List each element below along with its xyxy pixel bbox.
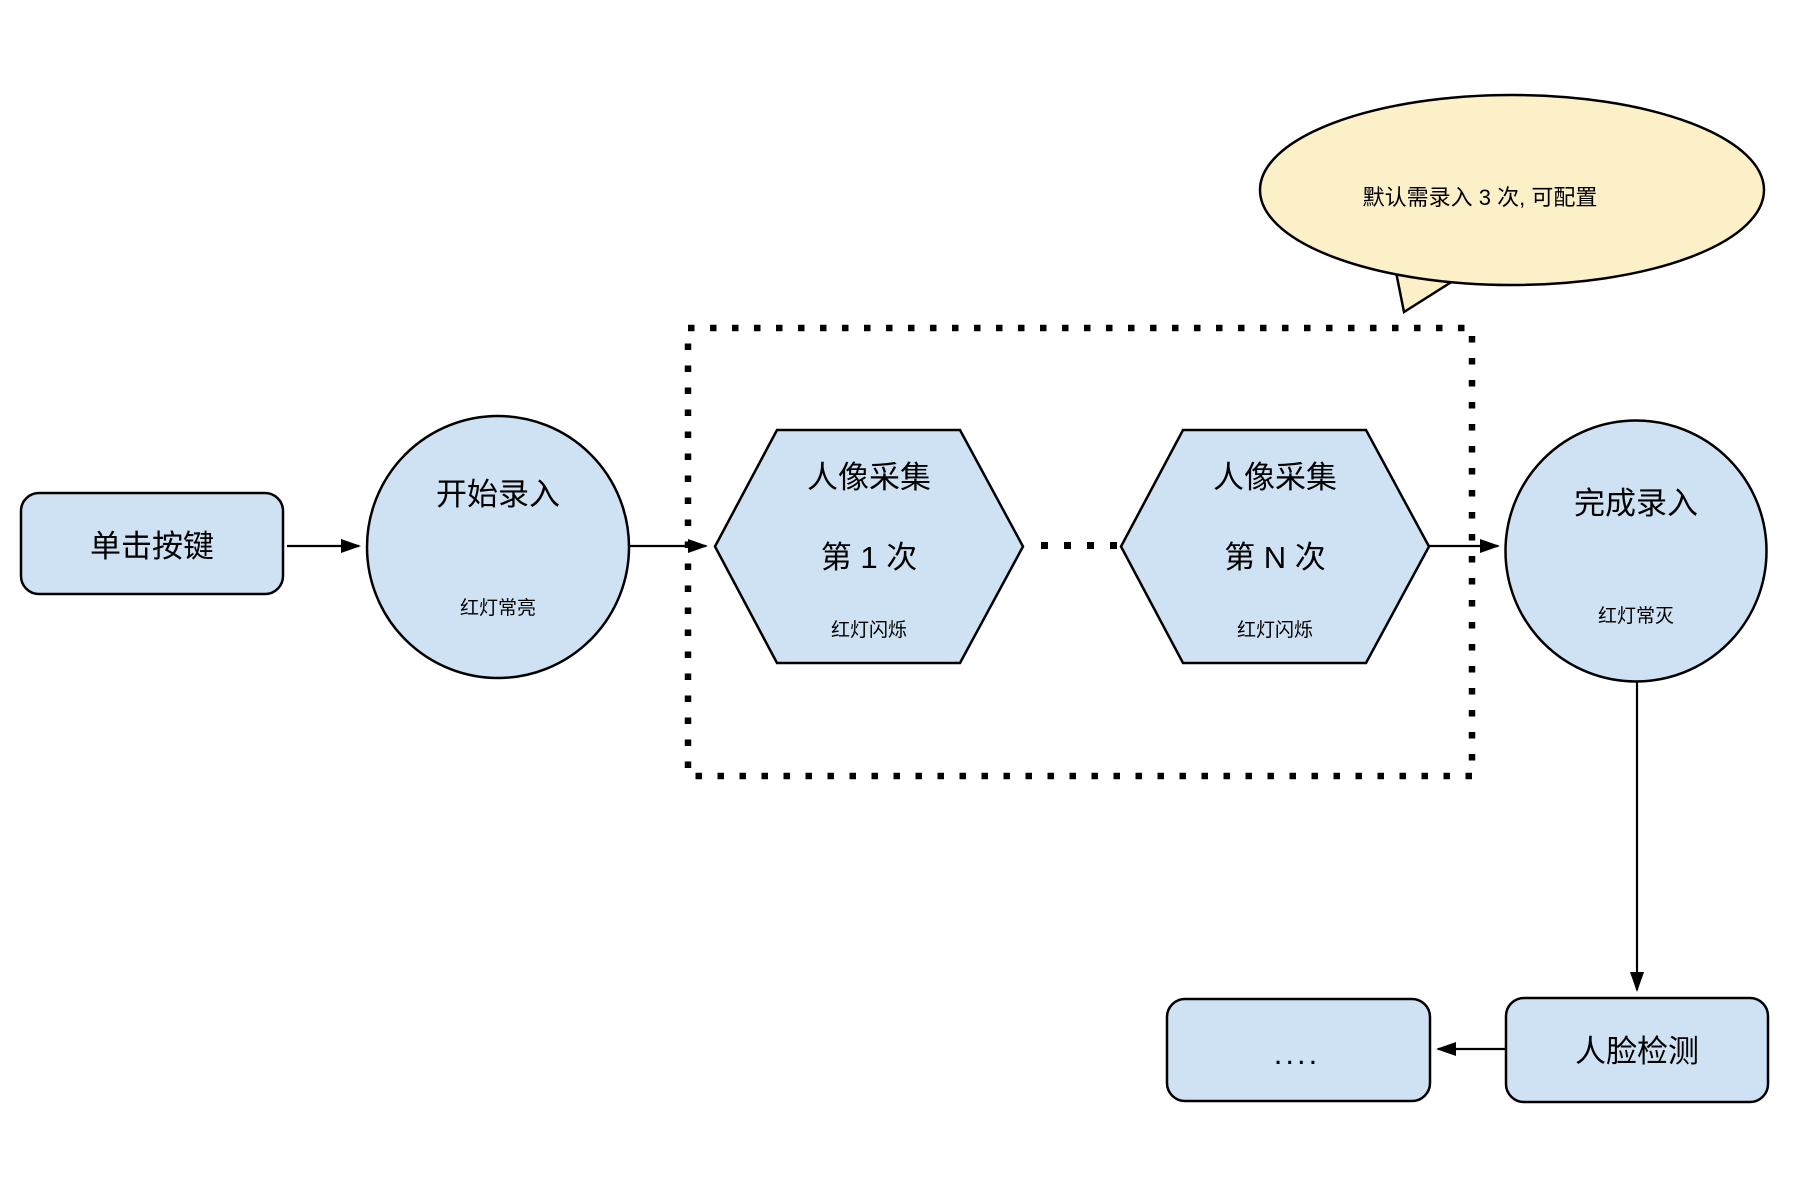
callout-ellipse — [1258, 93, 1766, 287]
click-button-shape — [19, 491, 285, 596]
face-detection-label: 人脸检测 — [1575, 1034, 1699, 1069]
callout-text: 默认需录入 3 次, 可配置 — [1363, 185, 1598, 210]
node-capture-nth: 人像采集 第 N 次 红灯闪烁 — [1119, 428, 1431, 665]
capture-nth-title: 人像采集 — [1213, 460, 1337, 495]
capture-first-title: 人像采集 — [807, 460, 931, 495]
finish-entry-shape — [1504, 419, 1768, 683]
node-face-detection: 人脸检测 — [1504, 996, 1770, 1104]
click-button-label: 单击按键 — [90, 529, 214, 564]
finish-entry-label: 完成录入 — [1574, 486, 1698, 521]
node-start-entry: 开始录入 红灯常亮 — [365, 414, 631, 680]
callout-bubble: 默认需录入 3 次, 可配置 — [1258, 93, 1766, 315]
continuation-label: .... — [1274, 1036, 1320, 1071]
continuation-shape — [1165, 997, 1432, 1103]
finish-entry-status: 红灯常灭 — [1598, 605, 1674, 627]
capture-first-status: 红灯闪烁 — [831, 619, 907, 641]
node-capture-first: 人像采集 第 1 次 红灯闪烁 — [713, 428, 1025, 665]
capture-nth-status: 红灯闪烁 — [1237, 619, 1313, 641]
node-continuation: .... — [1165, 997, 1432, 1103]
capture-first-count: 第 1 次 — [821, 540, 917, 575]
start-entry-status: 红灯常亮 — [460, 597, 536, 619]
capture-first-shape — [713, 428, 1025, 665]
start-entry-shape — [365, 414, 631, 680]
node-click-button: 单击按键 — [19, 491, 285, 596]
node-finish-entry: 完成录入 红灯常灭 — [1504, 419, 1768, 683]
start-entry-label: 开始录入 — [436, 477, 560, 512]
capture-nth-count: 第 N 次 — [1224, 540, 1326, 575]
